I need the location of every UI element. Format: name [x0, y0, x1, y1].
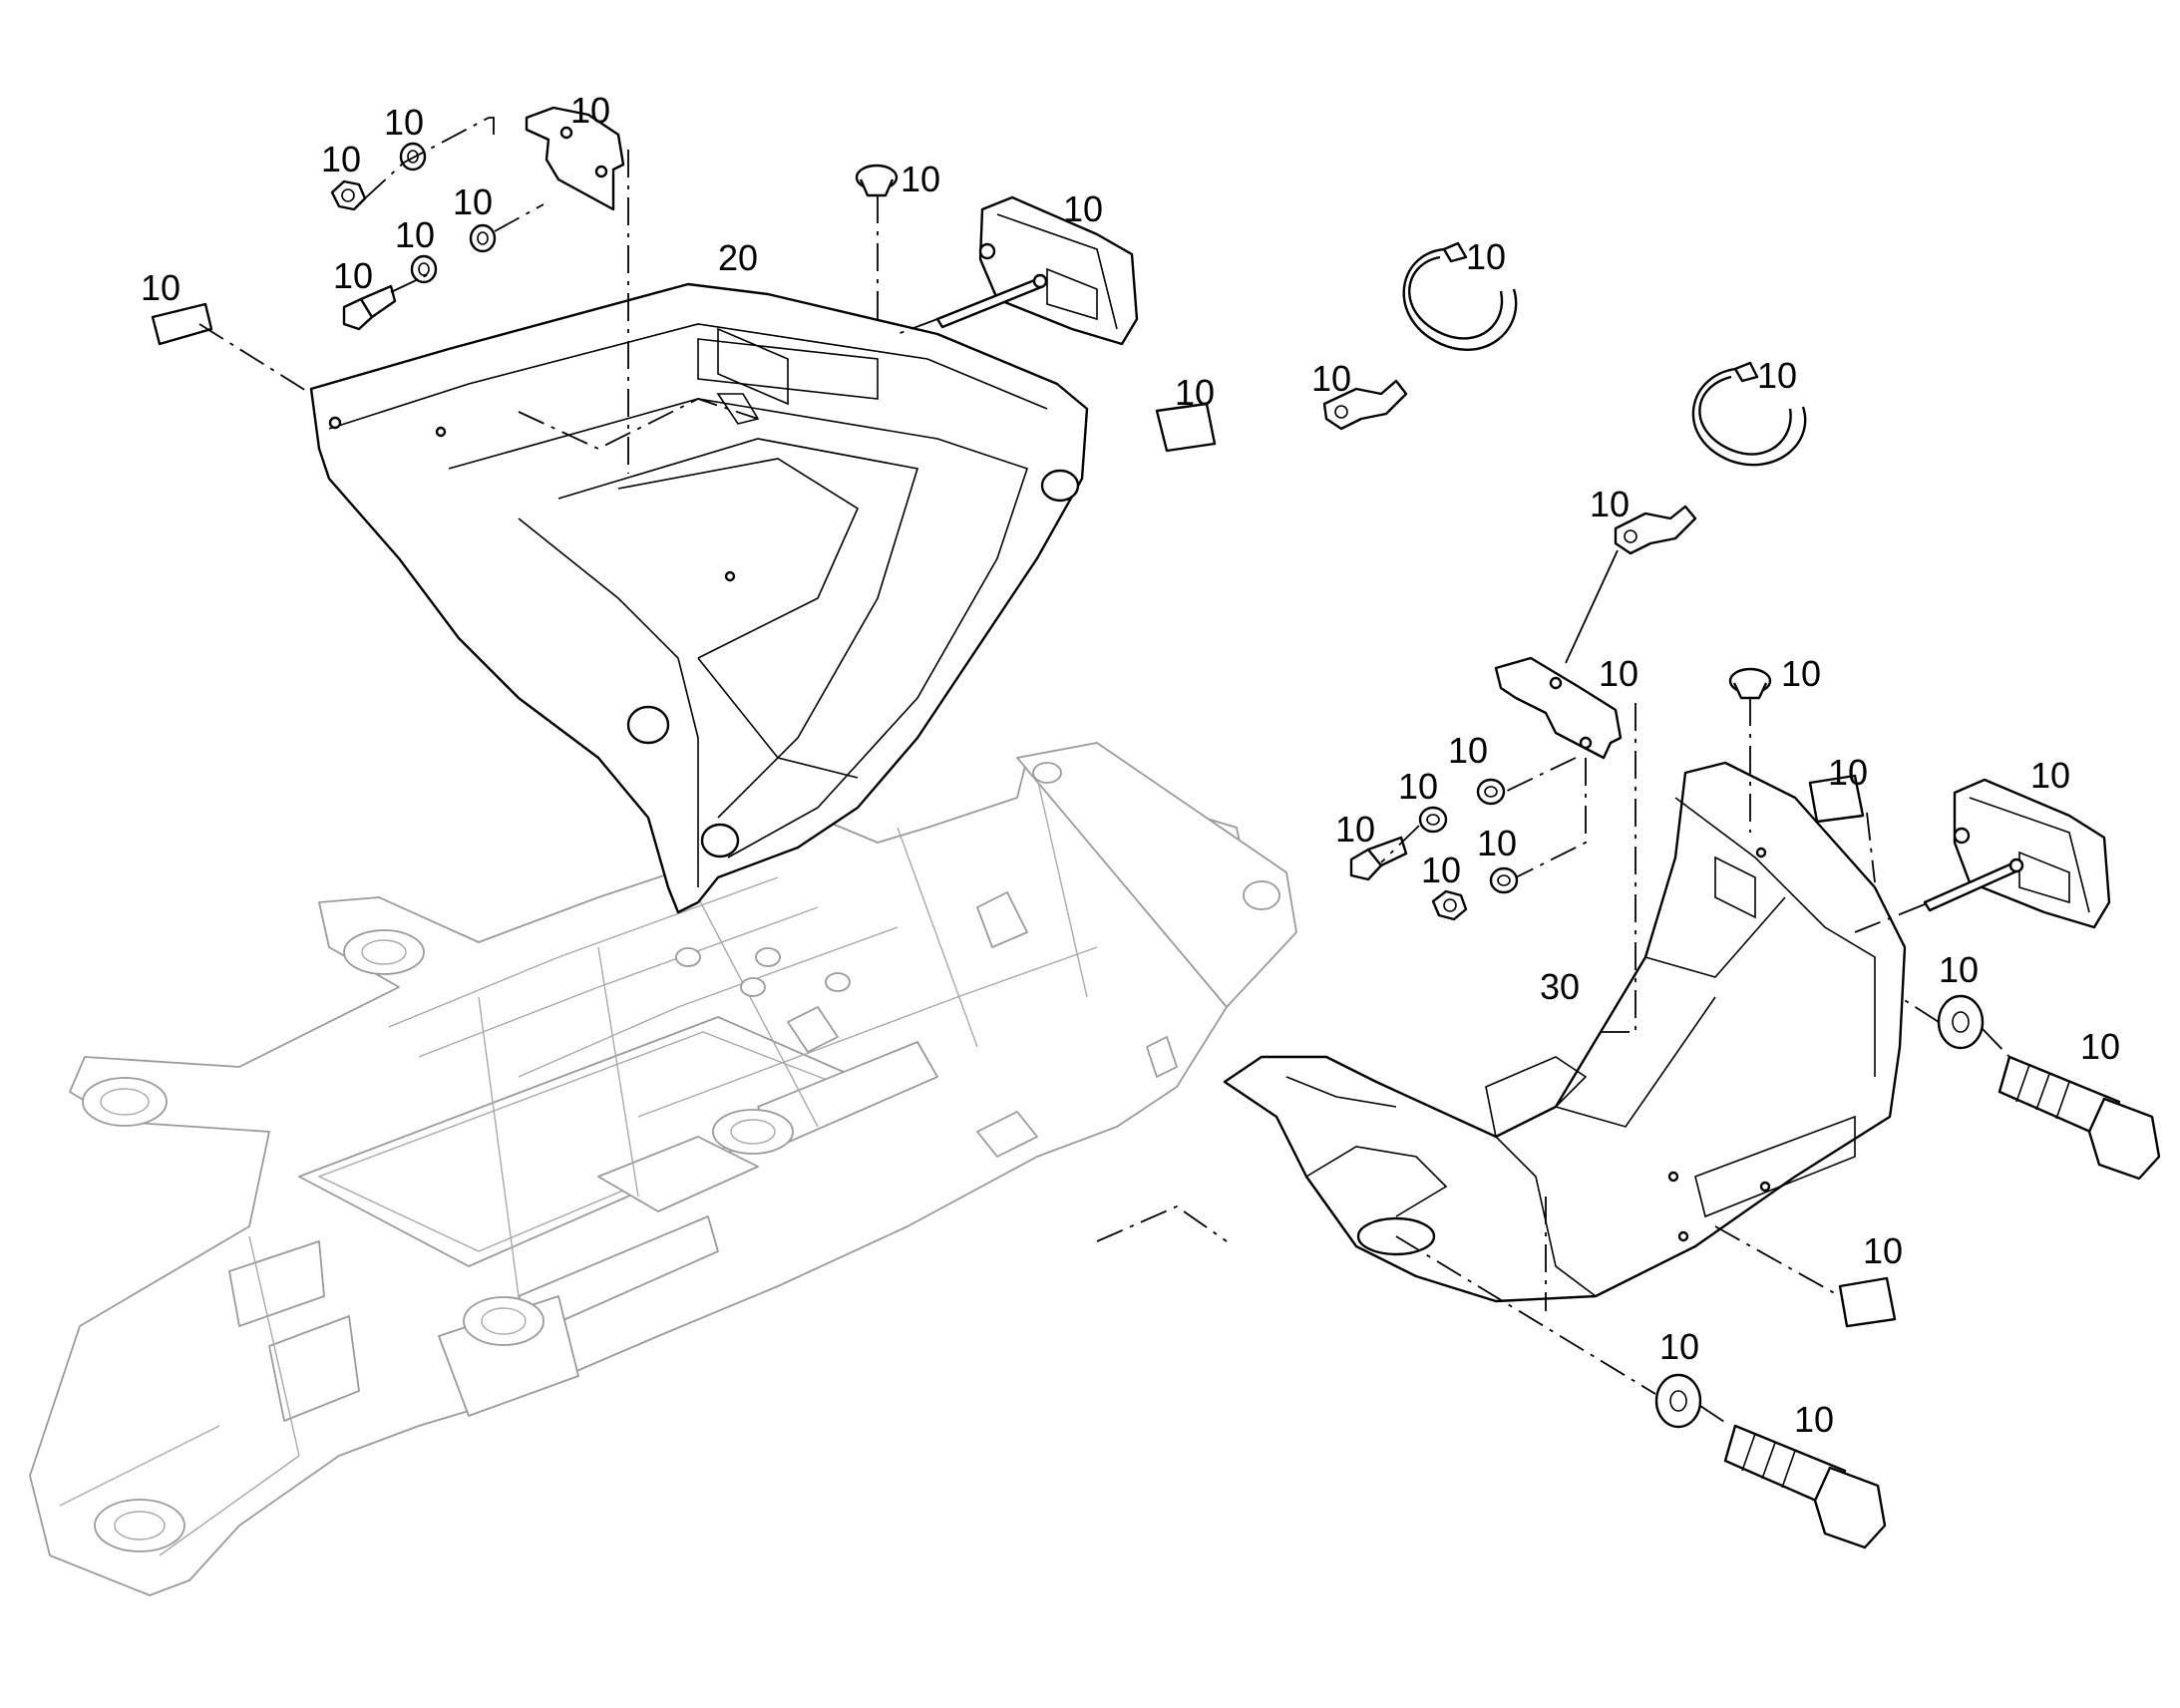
reflector-lower-right	[1808, 774, 1865, 824]
right-fender	[1223, 761, 1907, 1303]
callout-10: 10	[1063, 188, 1103, 229]
washer-lower-b	[1418, 806, 1448, 834]
clamp-upper	[1402, 241, 1518, 351]
callout-30: 30	[1540, 966, 1580, 1007]
callout-10: 10	[1863, 1230, 1903, 1271]
tail-lamp-upper	[935, 195, 1139, 346]
callout-10: 10	[1311, 358, 1351, 399]
callout-10: 10	[1590, 484, 1630, 524]
left-fender	[309, 282, 1089, 914]
washer-upper-b	[469, 223, 497, 253]
reflector-upper-left	[151, 302, 213, 346]
callout-10: 10	[1335, 809, 1375, 850]
callout-10: 10	[1659, 1326, 1699, 1367]
washer-right-upper	[1937, 994, 1985, 1050]
bracket-upper	[525, 106, 625, 211]
callout-labels: 10 10 10 10 10 10 10 20 10 10 10 10 10 1…	[141, 90, 2120, 1440]
machine-frame	[29, 742, 1297, 1596]
callout-10: 10	[1398, 766, 1438, 807]
callout-10: 10	[1477, 823, 1517, 863]
callout-10: 10	[1781, 653, 1821, 694]
callout-10: 10	[1448, 730, 1488, 771]
callout-10: 10	[1599, 653, 1638, 694]
bolt-right-lower	[1723, 1424, 1887, 1549]
bolt-right-upper	[1998, 1055, 2161, 1181]
washer-upper-a	[399, 142, 427, 171]
nut-lower	[1431, 889, 1468, 921]
plug-lower	[1728, 667, 1772, 700]
callout-10: 10	[1828, 752, 1868, 793]
cable-lug-upper	[1322, 379, 1408, 431]
reflector-upper-center	[1155, 402, 1217, 453]
callout-20: 20	[718, 237, 758, 278]
bracket-lower	[1494, 656, 1623, 760]
reflector-lower-center	[1838, 1276, 1897, 1328]
callout-10: 10	[1939, 949, 1979, 990]
leader-lines	[198, 117, 2010, 1427]
callout-10: 10	[1466, 236, 1506, 277]
tail-lamp-lower	[1923, 778, 2111, 929]
callout-10: 10	[333, 255, 373, 296]
callout-10: 10	[453, 181, 493, 222]
plug-upper	[855, 164, 899, 197]
callout-10: 10	[395, 214, 435, 255]
callout-10: 10	[1794, 1399, 1834, 1440]
callout-10: 10	[321, 139, 361, 179]
washer-lower-a	[1476, 778, 1506, 806]
callout-10: 10	[1175, 372, 1215, 413]
callout-10: 10	[2030, 755, 2070, 796]
clamp-lower	[1691, 361, 1807, 467]
washer-upper-c	[410, 254, 438, 284]
washer-lower-c	[1489, 866, 1519, 894]
callout-10: 10	[1421, 850, 1461, 890]
callout-10: 10	[384, 102, 424, 143]
callout-10: 10	[141, 267, 181, 308]
washer-right-lower	[1654, 1373, 1702, 1429]
callout-10: 10	[2080, 1026, 2120, 1067]
callout-10: 10	[901, 159, 940, 199]
cable-lug-lower	[1614, 505, 1697, 555]
callout-10: 10	[570, 90, 610, 131]
callout-10: 10	[1757, 355, 1797, 396]
bolt-upper	[342, 284, 397, 331]
bolt-lower	[1349, 836, 1408, 881]
nut-upper	[330, 179, 367, 211]
